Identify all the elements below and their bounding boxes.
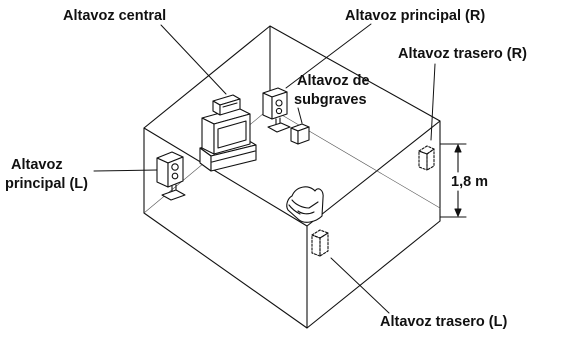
label-subwoofer-line2: subgraves xyxy=(294,92,367,108)
label-front-right-speaker: Altavoz principal (R) xyxy=(345,8,486,24)
label-front-left-speaker-line2: principal (L) xyxy=(5,176,88,192)
leader-lines xyxy=(93,23,436,314)
rear-right-speaker-icon xyxy=(418,145,435,171)
label-front-left-speaker-line1: Altavoz xyxy=(11,157,63,173)
front-left-speaker-icon xyxy=(156,151,186,201)
armchair-icon xyxy=(286,186,324,223)
label-center-speaker: Altavoz central xyxy=(63,8,167,24)
tv-and-center-speaker xyxy=(199,94,257,172)
height-dimension-marker xyxy=(439,143,467,218)
subwoofer-icon xyxy=(290,123,310,145)
front-right-speaker-icon xyxy=(262,87,291,133)
label-rear-left-speaker: Altavoz trasero (L) xyxy=(380,314,508,330)
label-subwoofer-line1: Altavoz de xyxy=(297,73,370,89)
rear-left-speaker-icon xyxy=(311,229,329,257)
label-rear-right-speaker: Altavoz trasero (R) xyxy=(398,46,527,62)
label-height-dimension: 1,8 m xyxy=(451,174,489,190)
room-outline xyxy=(143,25,441,329)
